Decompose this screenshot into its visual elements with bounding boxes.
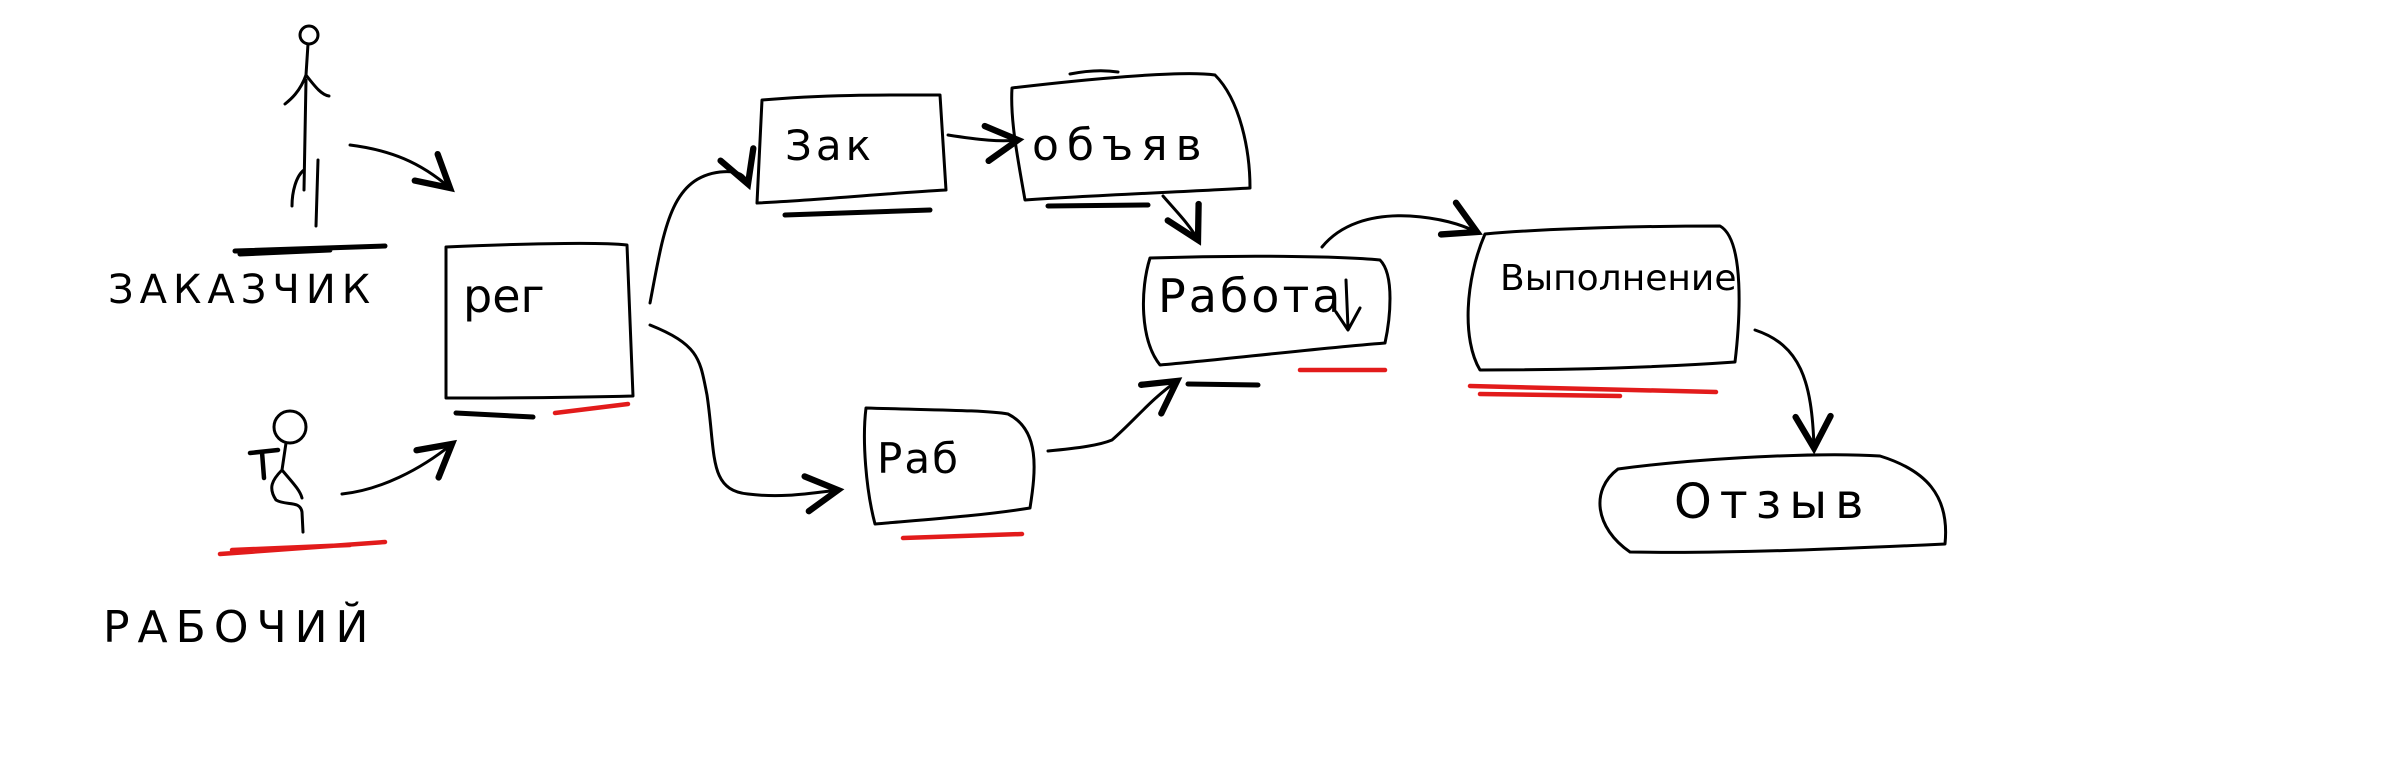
arrow-reg-to-rab (648, 323, 845, 515)
arrow-worker-to-reg (340, 439, 458, 496)
customer-underline (232, 243, 388, 257)
arrow-customer-to-reg (348, 143, 455, 193)
node-reg-label: рег (463, 269, 545, 323)
node-vypolnenie-label: Выполнение (1500, 258, 1736, 299)
node-reg: рег (444, 241, 635, 420)
worker-label: РАБОЧИЙ (103, 600, 376, 653)
arrow-vypolnenie-to-otzyv (1753, 328, 1834, 455)
node-vypolnenie: Выполнение (1466, 224, 1741, 399)
node-zak-label: Зак (785, 121, 875, 170)
node-obyav-label: объяв (1032, 120, 1210, 171)
arrow-rabota-to-vypolnenie (1320, 199, 1483, 249)
node-rab-label: Раб (877, 434, 960, 483)
node-rabota: Работа (1142, 254, 1392, 388)
worker-underline (217, 539, 388, 557)
customer-figure-icon (283, 24, 331, 228)
node-rabota-label: Работа (1158, 269, 1343, 323)
arrow-rab-to-rabota (1046, 377, 1183, 453)
arrow-reg-to-zak (648, 145, 757, 305)
node-zak: Зак (755, 93, 948, 218)
node-otzyv-label: Отзыв (1674, 474, 1871, 530)
node-otzyv: Отзыв (1598, 453, 1948, 554)
customer-label: ЗАКАЗЧИК (108, 267, 376, 313)
arrow-zak-to-obyav (946, 122, 1025, 165)
worker-figure-icon (247, 409, 308, 534)
node-obyav: объяв (1010, 69, 1252, 209)
arrow-obyav-to-rabota (1161, 194, 1202, 246)
node-rab: Раб (862, 406, 1036, 541)
